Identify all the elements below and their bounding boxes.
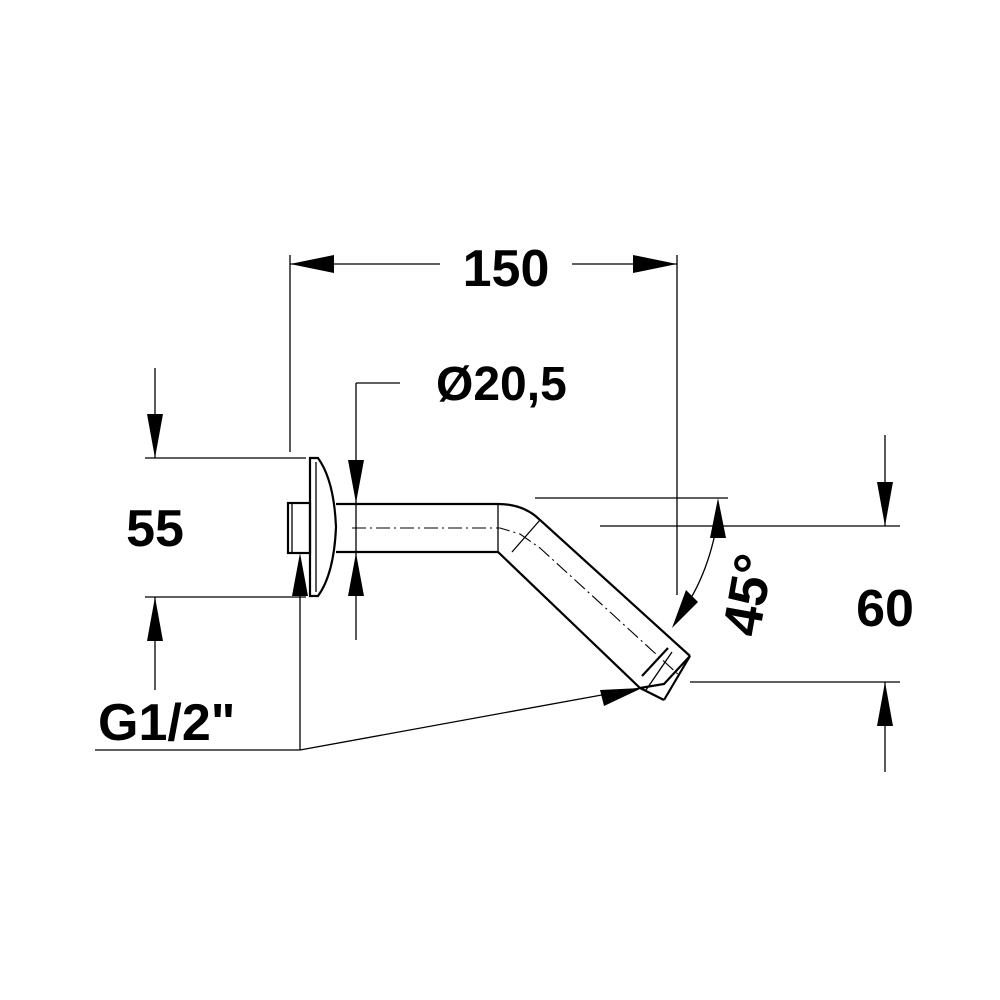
dimension-drop-height: 60 [690,435,914,772]
arrow-150-right [633,255,677,273]
pipe-end-cap-2 [663,655,691,701]
dimension-diameter: Ø20,5 [348,358,567,640]
dimension-angle: 45° [535,497,785,640]
dimension-diameter-label: Ø20,5 [436,358,567,411]
pipe-end-cap [639,687,665,701]
dimension-150-label: 150 [463,240,550,298]
arrow-dia-bottom [348,553,364,596]
pipe-end-ring [645,651,673,691]
thread-label: G1/2" [98,694,235,752]
bend-line-2 [511,519,541,553]
thread-stub [286,501,312,555]
arrow-angle-top [710,498,726,538]
arrow-thread-end [600,688,642,706]
dimension-55-label: 55 [126,500,184,558]
arrow-55-top [147,414,163,458]
arrow-angle-bottom [672,590,698,628]
pipe-centerline [352,527,681,677]
arrow-thread-stub [292,553,308,596]
shower-arm-outline [286,456,900,701]
pipe-straight [336,502,691,689]
dimension-60-label: 60 [856,580,914,638]
arrow-60-bottom [877,682,893,726]
dimension-length: 150 [289,240,678,595]
wall-flange [308,456,338,598]
dimension-angle-label: 45° [712,549,785,640]
thread-callout: G1/2" [95,553,642,752]
dimension-flange-height: 55 [126,368,306,690]
arrow-55-bottom [147,597,163,641]
arrow-dia-top [348,460,364,503]
arrow-150-left [290,255,334,273]
arrow-60-top [877,482,893,526]
